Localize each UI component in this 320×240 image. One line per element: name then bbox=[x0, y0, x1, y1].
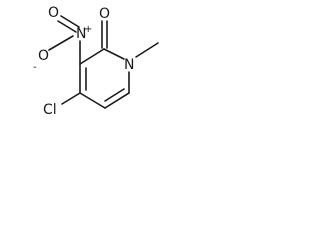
bond-c4-cl bbox=[61, 92, 81, 105]
bond-nitro-n-o-1 bbox=[57, 20, 77, 33]
ring-bonds bbox=[79, 48, 130, 109]
chemical-structure: O N + O O - N Cl bbox=[33, 5, 159, 118]
nitro-plus-label: + bbox=[84, 24, 92, 35]
bond-n1-c2 bbox=[103, 48, 125, 60]
nitro-nitrogen-label: N bbox=[76, 26, 86, 42]
bond-c4-c5 bbox=[79, 92, 106, 109]
nitro-ominus-label: O bbox=[38, 48, 49, 64]
bond-c5-c6-inner bbox=[104, 88, 125, 102]
carbonyl-oxygen-label: O bbox=[99, 6, 110, 22]
bond-c5-c6 bbox=[104, 92, 130, 109]
nitro-minus-label: - bbox=[33, 62, 37, 73]
bond-n1-methyl bbox=[135, 42, 159, 58]
nitro-bonds bbox=[48, 15, 81, 65]
bond-nitro-n-ominus bbox=[48, 35, 74, 51]
chlorine-label: Cl bbox=[43, 102, 57, 118]
bond-nitro-n-o-2 bbox=[60, 15, 80, 28]
bond-c2-c3 bbox=[79, 48, 105, 65]
carbonyl-bonds bbox=[101, 20, 108, 49]
nitro-oxygen-label: O bbox=[48, 5, 59, 21]
ring-nitrogen-label: N bbox=[124, 57, 134, 73]
